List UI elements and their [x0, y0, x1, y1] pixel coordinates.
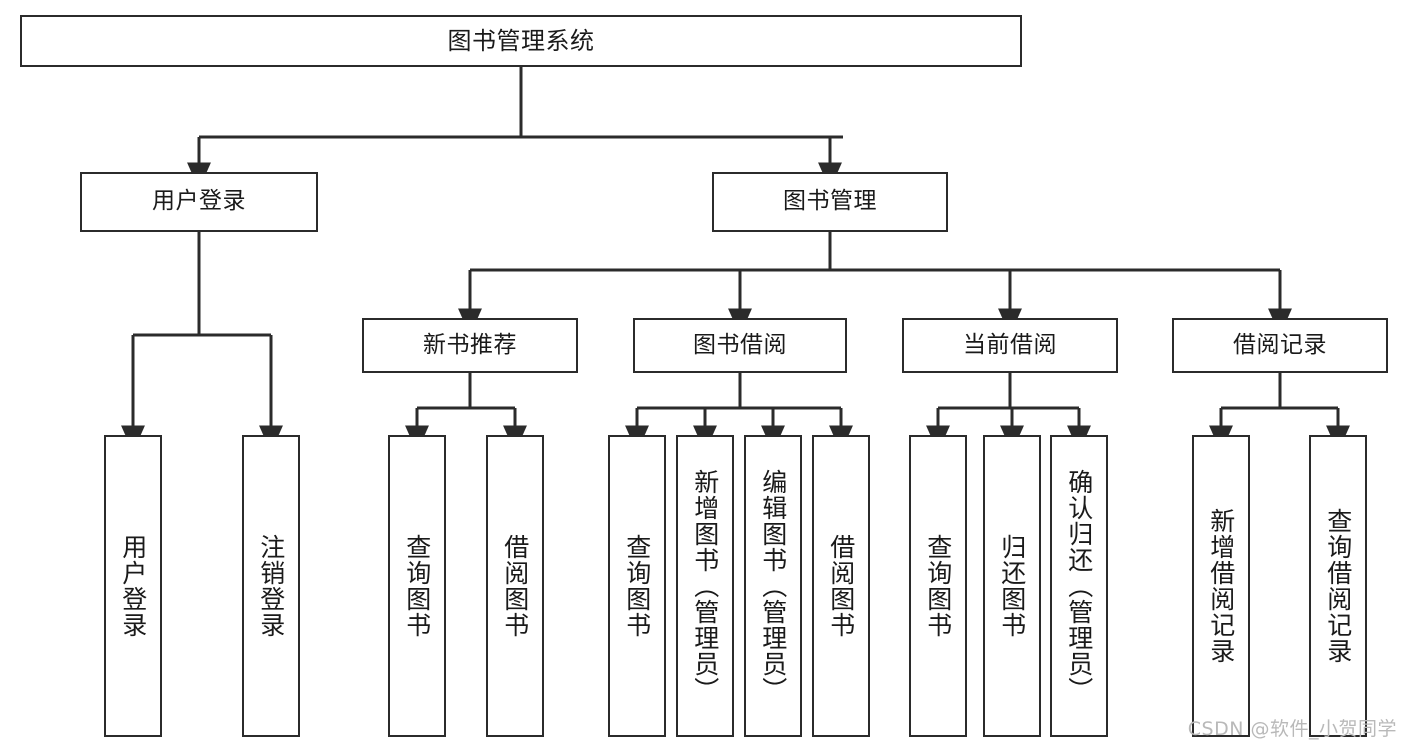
node-book-manage[interactable]: 图书管理: [712, 172, 948, 232]
node-leaf-add-borrow-record-label: 新增借阅记录: [1206, 508, 1236, 664]
node-leaf-user-login-label: 用户登录: [118, 534, 148, 638]
node-leaf-add-book-label: 新增图书（管理员）: [690, 469, 720, 703]
node-leaf-query-borrow-record[interactable]: 查询借阅记录: [1309, 435, 1367, 737]
node-leaf-user-logout[interactable]: 注销登录: [242, 435, 300, 737]
node-leaf-borrow-book-2-label: 借阅图书: [826, 534, 856, 638]
node-book-manage-label: 图书管理: [783, 188, 877, 215]
node-leaf-query-borrow-record-label: 查询借阅记录: [1323, 508, 1353, 664]
node-current-borrow[interactable]: 当前借阅: [902, 318, 1118, 373]
node-borrow-record[interactable]: 借阅记录: [1172, 318, 1388, 373]
node-root[interactable]: 图书管理系统: [20, 15, 1022, 67]
node-leaf-query-book-3[interactable]: 查询图书: [909, 435, 967, 737]
node-new-book-recommend[interactable]: 新书推荐: [362, 318, 578, 373]
node-leaf-user-logout-label: 注销登录: [256, 534, 286, 638]
node-leaf-confirm-return[interactable]: 确认归还（管理员）: [1050, 435, 1108, 737]
node-leaf-borrow-book-2[interactable]: 借阅图书: [812, 435, 870, 737]
node-leaf-return-book[interactable]: 归还图书: [983, 435, 1041, 737]
node-leaf-confirm-return-label: 确认归还（管理员）: [1064, 469, 1094, 703]
node-book-borrow-label: 图书借阅: [693, 331, 787, 358]
node-user-login-label: 用户登录: [152, 188, 246, 215]
node-leaf-borrow-book-1-label: 借阅图书: [500, 534, 530, 638]
node-leaf-add-borrow-record[interactable]: 新增借阅记录: [1192, 435, 1250, 737]
node-leaf-edit-book-label: 编辑图书（管理员）: [758, 469, 788, 703]
node-root-label: 图书管理系统: [447, 26, 595, 55]
node-borrow-record-label: 借阅记录: [1233, 331, 1327, 358]
node-leaf-edit-book[interactable]: 编辑图书（管理员）: [744, 435, 802, 737]
node-current-borrow-label: 当前借阅: [963, 331, 1057, 358]
node-leaf-user-login[interactable]: 用户登录: [104, 435, 162, 737]
node-new-book-recommend-label: 新书推荐: [423, 331, 517, 358]
node-leaf-borrow-book-1[interactable]: 借阅图书: [486, 435, 544, 737]
watermark-text: CSDN @软件_小贺同学: [1187, 718, 1397, 740]
node-leaf-add-book[interactable]: 新增图书（管理员）: [676, 435, 734, 737]
node-book-borrow[interactable]: 图书借阅: [633, 318, 847, 373]
node-leaf-query-book-2[interactable]: 查询图书: [608, 435, 666, 737]
node-leaf-query-book-3-label: 查询图书: [923, 534, 953, 638]
node-leaf-query-book-1[interactable]: 查询图书: [388, 435, 446, 737]
node-user-login[interactable]: 用户登录: [80, 172, 318, 232]
node-leaf-query-book-1-label: 查询图书: [402, 534, 432, 638]
node-leaf-query-book-2-label: 查询图书: [622, 534, 652, 638]
node-leaf-return-book-label: 归还图书: [997, 534, 1027, 638]
